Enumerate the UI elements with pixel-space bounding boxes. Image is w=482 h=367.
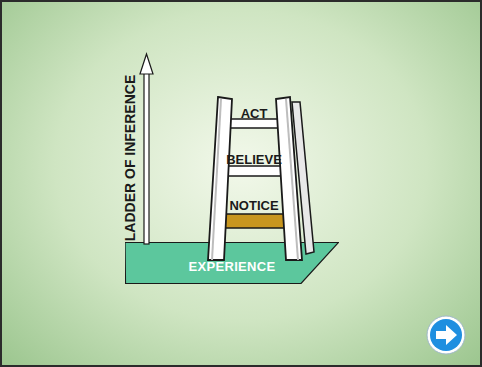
- arrow-head: [140, 54, 153, 74]
- ladder-rail: [276, 97, 302, 260]
- inference-arrow: [140, 54, 153, 244]
- highlight-rung: [222, 214, 290, 228]
- ladder-rail: [208, 97, 232, 260]
- rail-shade: [286, 99, 298, 260]
- rung-label: BELIEVE: [214, 152, 294, 167]
- next-button: [427, 316, 465, 354]
- rung-label: NOTICE: [214, 198, 294, 213]
- platform-outline: [125, 243, 339, 284]
- axis-title: LADDER OF INFERENCE: [122, 58, 138, 258]
- ladder-rung: [227, 166, 283, 176]
- button-arrow: [436, 325, 457, 345]
- button-disc: [430, 319, 462, 351]
- button-ring: [427, 316, 465, 354]
- platform-label: EXPERIENCE: [189, 253, 276, 274]
- rail-shade: [212, 99, 221, 260]
- rung-label: ACT: [214, 106, 294, 121]
- arrow-shaft: [144, 72, 149, 244]
